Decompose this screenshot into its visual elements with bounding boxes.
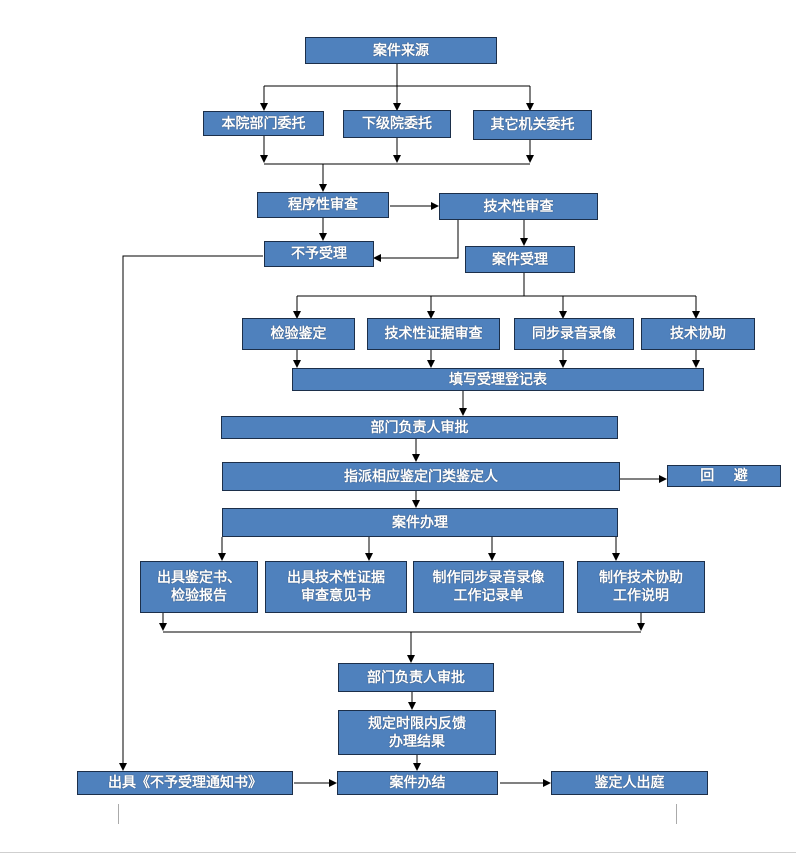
node-head-approval-2: 部门负责人审批 — [338, 663, 494, 692]
node-feedback: 规定时限内反馈 办理结果 — [338, 710, 496, 755]
node-procedural-review: 程序性审查 — [257, 192, 389, 218]
arrow-tech-to-reject — [373, 220, 459, 262]
node-dept-entrust: 本院部门委托 — [203, 111, 324, 136]
node-assign-appraiser: 指派相应鉴定门类鉴定人 — [222, 462, 620, 491]
node-register-form: 填写受理登记表 — [292, 368, 704, 391]
node-tech-assist: 技术协助 — [641, 318, 755, 350]
node-technical-review: 技术性审查 — [439, 193, 598, 220]
node-other-entrust: 其它机关委托 — [473, 110, 592, 140]
arrow-reject-to-notice — [119, 255, 263, 771]
node-make-assist-note: 制作技术协助 工作说明 — [577, 561, 705, 613]
node-recusal: 回 避 — [667, 465, 781, 487]
node-appraiser-court: 鉴定人出庭 — [551, 771, 708, 795]
page-corner-mark-right — [676, 804, 695, 824]
node-make-recording-record: 制作同步录音录像 工作记录单 — [413, 561, 564, 613]
node-lower-entrust: 下级院委托 — [343, 110, 451, 138]
node-head-approval-1: 部门负责人审批 — [221, 416, 618, 439]
page-corner-mark-left — [100, 804, 119, 824]
node-accept: 案件受理 — [465, 246, 575, 273]
node-inspection: 检验鉴定 — [242, 318, 355, 350]
node-tech-evidence-review: 技术性证据审查 — [367, 318, 500, 350]
page-bottom-rule — [0, 852, 796, 853]
node-reject-notice: 出具《不予受理通知书》 — [77, 771, 293, 795]
node-sync-recording: 同步录音录像 — [514, 318, 634, 350]
node-case-closed: 案件办结 — [337, 771, 498, 795]
node-issue-report: 出具鉴定书、 检验报告 — [140, 561, 258, 613]
node-source: 案件来源 — [305, 37, 497, 64]
node-reject: 不予受理 — [264, 241, 374, 267]
node-case-handling: 案件办理 — [222, 508, 618, 537]
node-issue-review-opinion: 出具技术性证据 审查意见书 — [265, 561, 407, 613]
